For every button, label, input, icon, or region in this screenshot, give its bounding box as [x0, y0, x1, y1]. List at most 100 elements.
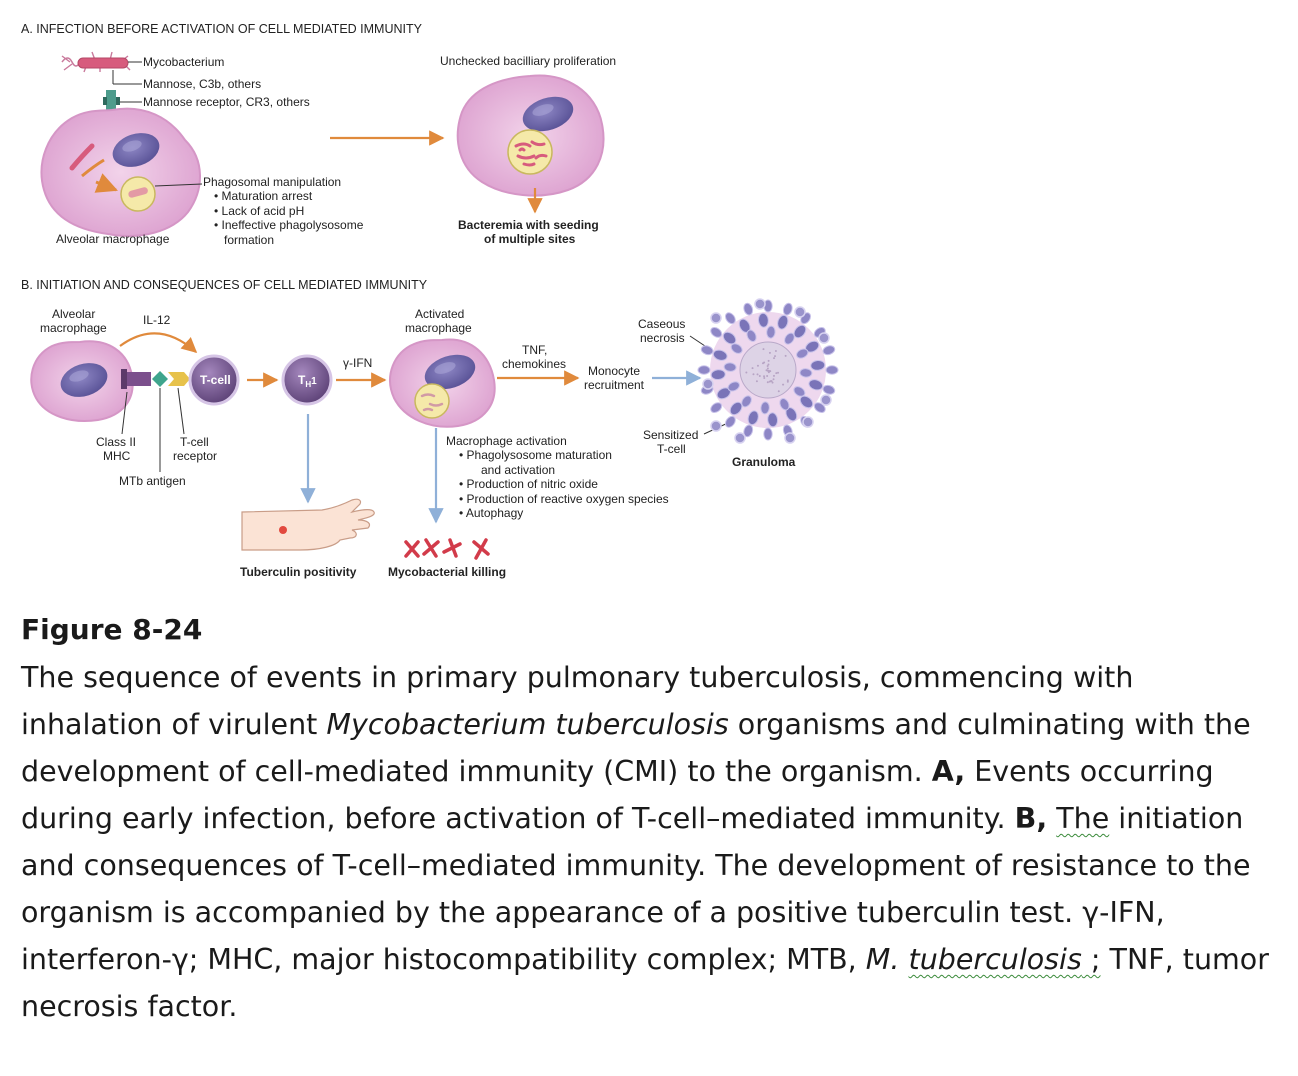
monocyte-dot — [819, 333, 829, 343]
mac-activation-label: Macrophage activation — [446, 434, 567, 448]
granuloma-cell — [700, 344, 714, 356]
monocyte-dot — [711, 421, 721, 431]
class2-line1: Class II — [96, 435, 136, 449]
caseous-speck — [762, 362, 764, 364]
caseous-speck — [773, 375, 775, 377]
bullet-ineffective: • Ineffective phagolysosome — [214, 218, 364, 232]
granuloma-cell — [698, 366, 710, 374]
caseous-speck — [769, 370, 771, 372]
alveolar-macrophage-label: Alveolar macrophage — [56, 232, 170, 246]
sensitized-line1: Sensitized — [643, 428, 698, 442]
bullet-formation: formation — [224, 233, 274, 247]
mannose-c3b-label: Mannose, C3b, others — [143, 77, 261, 91]
mannose-receptor-label: Mannose receptor, CR3, others — [143, 95, 310, 109]
granuloma-cell — [822, 384, 836, 396]
infected-macrophage — [458, 75, 604, 195]
tuberculin-label: Tuberculin positivity — [240, 565, 357, 579]
caption-body: The sequence of events in primary pulmon… — [21, 654, 1271, 1030]
monocyte-dot — [785, 433, 795, 443]
granuloma-cell — [742, 302, 754, 316]
monocyte-dot — [821, 395, 831, 405]
caseous-speck — [757, 365, 759, 367]
ifn-label: γ-IFN — [343, 356, 372, 370]
activated-macrophage — [390, 339, 495, 426]
activated-line2: macrophage — [405, 321, 472, 335]
monocyte-dot — [703, 379, 713, 389]
caption-b-label: B, — [1015, 802, 1048, 835]
mycobacterium-icon — [62, 52, 130, 72]
caption-italic-2: M. — [866, 943, 909, 976]
granuloma-cell — [826, 366, 838, 374]
caseous-speck — [768, 360, 770, 362]
granuloma-cell — [822, 344, 836, 356]
caseous-speck — [787, 381, 789, 383]
tuberculosis-diagram: A. INFECTION BEFORE ACTIVATION OF CELL M… — [0, 0, 1298, 600]
panel-b-title: B. INITIATION AND CONSEQUENCES OF CELL M… — [21, 278, 428, 292]
caseous-speck — [767, 364, 769, 366]
alveolar-b-line2: macrophage — [40, 321, 107, 335]
caseous-speck — [752, 367, 754, 369]
caseous-speck — [775, 372, 777, 374]
figure-caption: Figure 8-24 The sequence of events in pr… — [21, 610, 1271, 1030]
killed-mycobacteria-icon — [406, 540, 488, 558]
caption-squiggle-2: ; — [1082, 943, 1101, 976]
caseous-speck — [774, 355, 776, 357]
monocyte-line1: Monocyte — [588, 364, 640, 378]
caseous-speck — [775, 350, 777, 352]
caseous-speck — [767, 381, 769, 383]
caseous-speck — [769, 381, 771, 383]
phagosomal-label: Phagosomal manipulation — [203, 175, 341, 189]
caseous-speck — [757, 373, 759, 375]
monocyte-dot — [735, 433, 745, 443]
granuloma-label: Granuloma — [732, 455, 796, 469]
mhc-tcr-complex — [121, 369, 190, 389]
alveolar-b-line1: Alveolar — [52, 307, 95, 321]
granuloma-cell — [782, 302, 794, 316]
caseous-speck — [766, 375, 768, 377]
granuloma — [698, 299, 838, 443]
caseous-speck — [782, 384, 784, 386]
caseous-line1: Caseous — [638, 317, 685, 331]
granuloma-cell — [764, 428, 772, 440]
bullet-lack-acid: • Lack of acid pH — [214, 204, 304, 218]
granuloma-cell — [766, 326, 775, 339]
bullet-phago-2: and activation — [481, 463, 555, 477]
caption-italic-1: Mycobacterium tuberculosis — [326, 708, 728, 741]
bullet-maturation-arrest: • Maturation arrest — [214, 189, 313, 203]
tnf-line2: chemokines — [502, 357, 566, 371]
tcr-line2: receptor — [173, 449, 217, 463]
tnf-line1: TNF, — [522, 343, 547, 357]
monocyte-dot — [755, 299, 765, 309]
killing-label: Mycobacterial killing — [388, 565, 506, 579]
caption-squiggle-1: The — [1056, 802, 1109, 835]
arm-icon — [242, 499, 374, 550]
caseous-speck — [763, 377, 765, 379]
caption-title: Figure 8-24 — [21, 610, 1271, 650]
caseous-speck — [785, 355, 787, 357]
caseous-speck — [773, 378, 775, 380]
caseous-speck — [759, 375, 761, 377]
caseous-speck — [778, 390, 780, 392]
caseous-speck — [766, 369, 768, 371]
caseous-speck — [762, 348, 764, 350]
mycobacterium-label: Mycobacterium — [143, 55, 224, 69]
caseous-speck — [771, 380, 773, 382]
bullet-nitric: • Production of nitric oxide — [459, 477, 598, 491]
caseous-speck — [752, 373, 754, 375]
monocyte-dot — [795, 307, 805, 317]
class2-line2: MHC — [103, 449, 131, 463]
caption-italic-3: tuberculosis — [909, 943, 1082, 976]
caseous-speck — [773, 357, 775, 359]
granuloma-cell — [760, 402, 769, 415]
caseous-speck — [756, 380, 758, 382]
arrow-il12 — [120, 333, 196, 352]
caseous-speck — [777, 372, 779, 374]
unchecked-label: Unchecked bacilliary proliferation — [440, 54, 616, 68]
caseous-line2: necrosis — [640, 331, 685, 345]
sensitized-line2: T-cell — [657, 442, 686, 456]
granuloma-cell — [724, 362, 737, 371]
panel-a-title: A. INFECTION BEFORE ACTIVATION OF CELL M… — [21, 22, 423, 36]
bacteremia-line2: of multiple sites — [484, 232, 576, 246]
tcell-label: T-cell — [200, 373, 231, 387]
monocyte-dot — [803, 417, 813, 427]
